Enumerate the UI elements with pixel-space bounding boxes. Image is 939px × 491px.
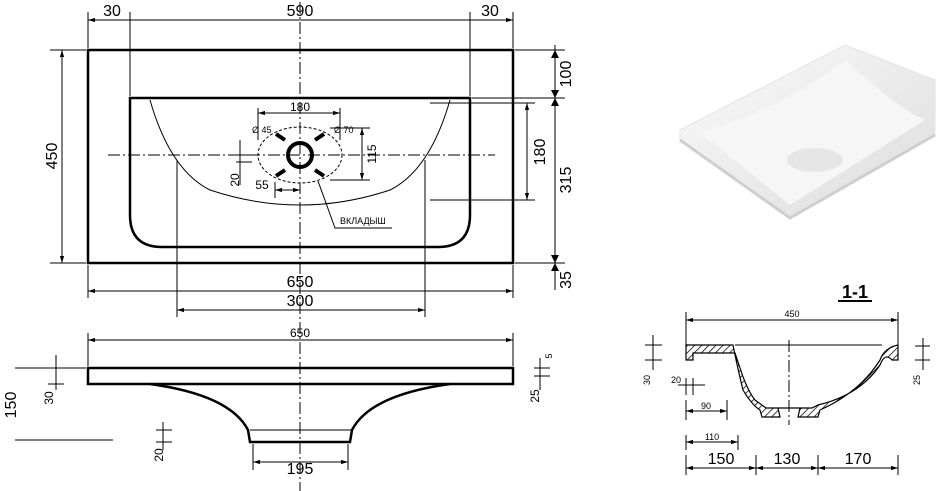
section-dim-left-h: 30 <box>642 375 652 385</box>
section-dim-110: 110 <box>705 432 719 442</box>
section-dim-width: 450 <box>784 309 799 319</box>
side-slab <box>86 366 515 386</box>
dim-left-margin: 30 <box>103 3 121 20</box>
dim-depth: 450 <box>44 143 61 170</box>
basin-outline <box>128 96 472 249</box>
side-dim-width: 650 <box>290 326 310 340</box>
dim-offset-h: 55 <box>255 178 269 192</box>
side-dim-edge: 5 <box>544 353 554 358</box>
section-dim-130: 130 <box>774 451 801 468</box>
insert-label: ВКЛАДЫШ <box>340 216 386 226</box>
dim-back: 100 <box>558 61 575 88</box>
drain-detail: 180 Ø 45 Ø 70 115 20 55 ВКЛАДЫШ <box>228 100 392 229</box>
section-dim-right-h: 25 <box>912 375 922 385</box>
side-dim-edge2: 25 <box>528 389 542 403</box>
section-1-1: 1-1 450 30 25 20 90 110 150 130 170 <box>642 282 930 475</box>
dim-offset-v: 20 <box>228 173 242 187</box>
dim-basin: 315 <box>558 167 575 194</box>
side-view: 650 150 30 5 25 20 195 <box>3 326 554 478</box>
section-dim-150: 150 <box>708 451 735 468</box>
top-view: 30 590 30 450 100 315 35 180 650 300 180… <box>44 2 575 491</box>
dim-basin-inner: 180 <box>532 139 549 166</box>
section-title: 1-1 <box>842 282 868 302</box>
dim-total-width: 650 <box>287 274 314 291</box>
dia-small: Ø 45 <box>252 125 272 135</box>
dim-inner-width: 590 <box>287 3 314 20</box>
side-basin <box>149 382 451 444</box>
side-dim-bottom-width: 195 <box>287 461 314 478</box>
drain-hole <box>286 141 314 169</box>
product-photo <box>679 44 936 220</box>
side-dim-height: 150 <box>3 392 20 419</box>
section-dim-170: 170 <box>845 451 872 468</box>
side-dim-slab: 30 <box>42 391 56 405</box>
dim-drain-height: 115 <box>365 144 379 163</box>
section-profile <box>685 344 899 418</box>
dim-drain-width: 180 <box>290 100 310 114</box>
dim-right-margin: 30 <box>481 3 499 20</box>
dim-basin-width: 300 <box>287 293 314 310</box>
dim-front: 35 <box>558 271 575 289</box>
section-dim-wall: 20 <box>671 375 681 385</box>
side-dim-bottom: 20 <box>152 448 166 462</box>
section-dim-90: 90 <box>701 401 711 411</box>
dia-large: Ø 70 <box>334 125 354 135</box>
